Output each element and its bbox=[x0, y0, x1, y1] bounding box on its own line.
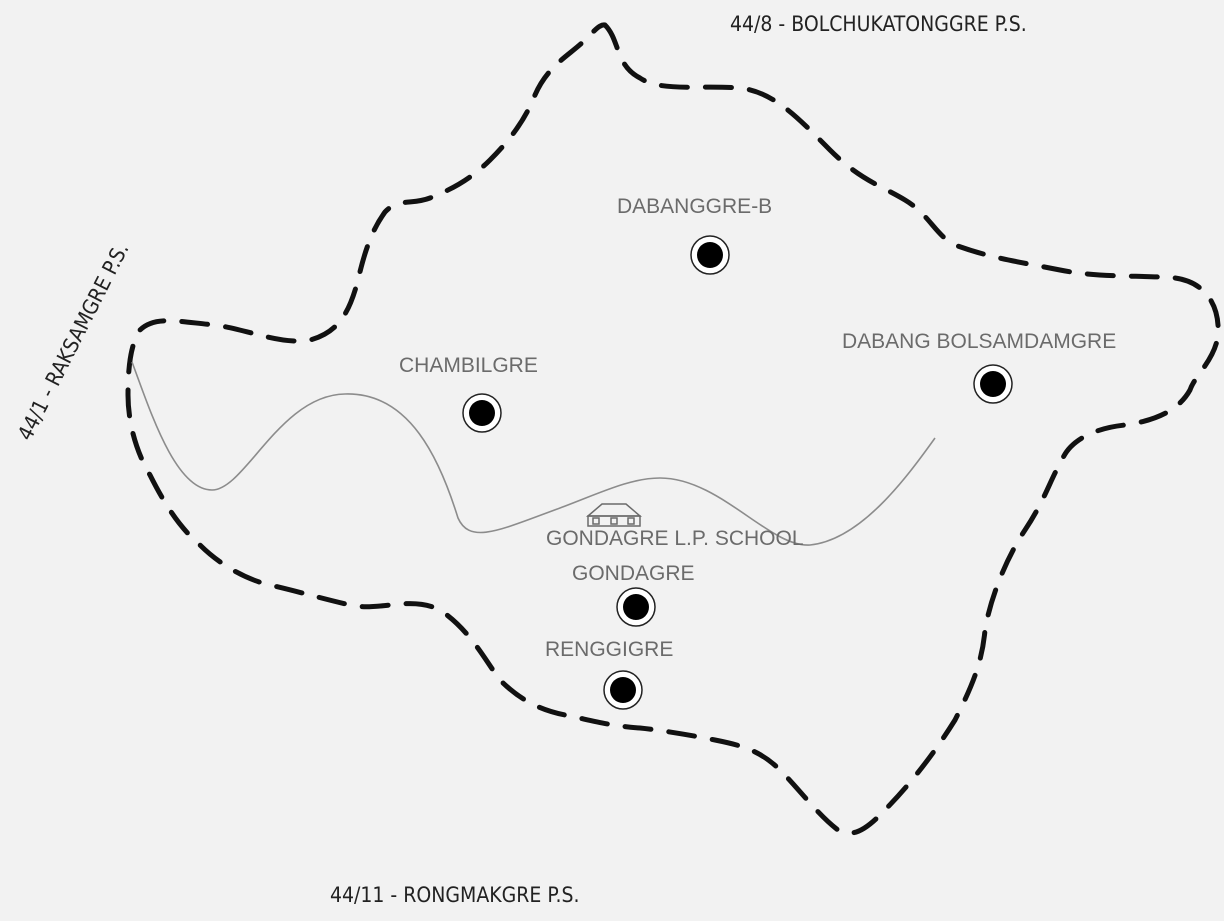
school-label: GONDAGRE L.P. SCHOOL bbox=[546, 527, 804, 550]
village-label-gondagre: GONDAGRE bbox=[572, 562, 695, 585]
village-label-dabang-bolsamdamgre: DABANG BOLSAMDAMGRE bbox=[842, 330, 1116, 353]
village-marker-gondagre bbox=[616, 587, 656, 627]
village-marker-renggigre bbox=[603, 670, 643, 710]
village-marker-dabanggre-b bbox=[690, 235, 730, 275]
neighbor-label-west: 44/1 - RAKSAMGRE P.S. bbox=[13, 239, 133, 444]
village-marker-dabang-bolsamdamgre bbox=[973, 364, 1013, 404]
school-building-icon bbox=[585, 503, 643, 527]
neighbor-label-south: 44/11 - RONGMAKGRE P.S. bbox=[330, 883, 579, 907]
village-marker-chambilgre bbox=[462, 393, 502, 433]
river-line bbox=[131, 361, 936, 546]
village-label-chambilgre: CHAMBILGRE bbox=[399, 354, 538, 377]
neighbor-label-north: 44/8 - BOLCHUKATONGGRE P.S. bbox=[730, 12, 1027, 36]
village-label-dabanggre-b: DABANGGRE-B bbox=[617, 195, 772, 218]
polling-station-boundary bbox=[125, 22, 1221, 836]
village-label-renggigre: RENGGIGRE bbox=[545, 638, 673, 661]
